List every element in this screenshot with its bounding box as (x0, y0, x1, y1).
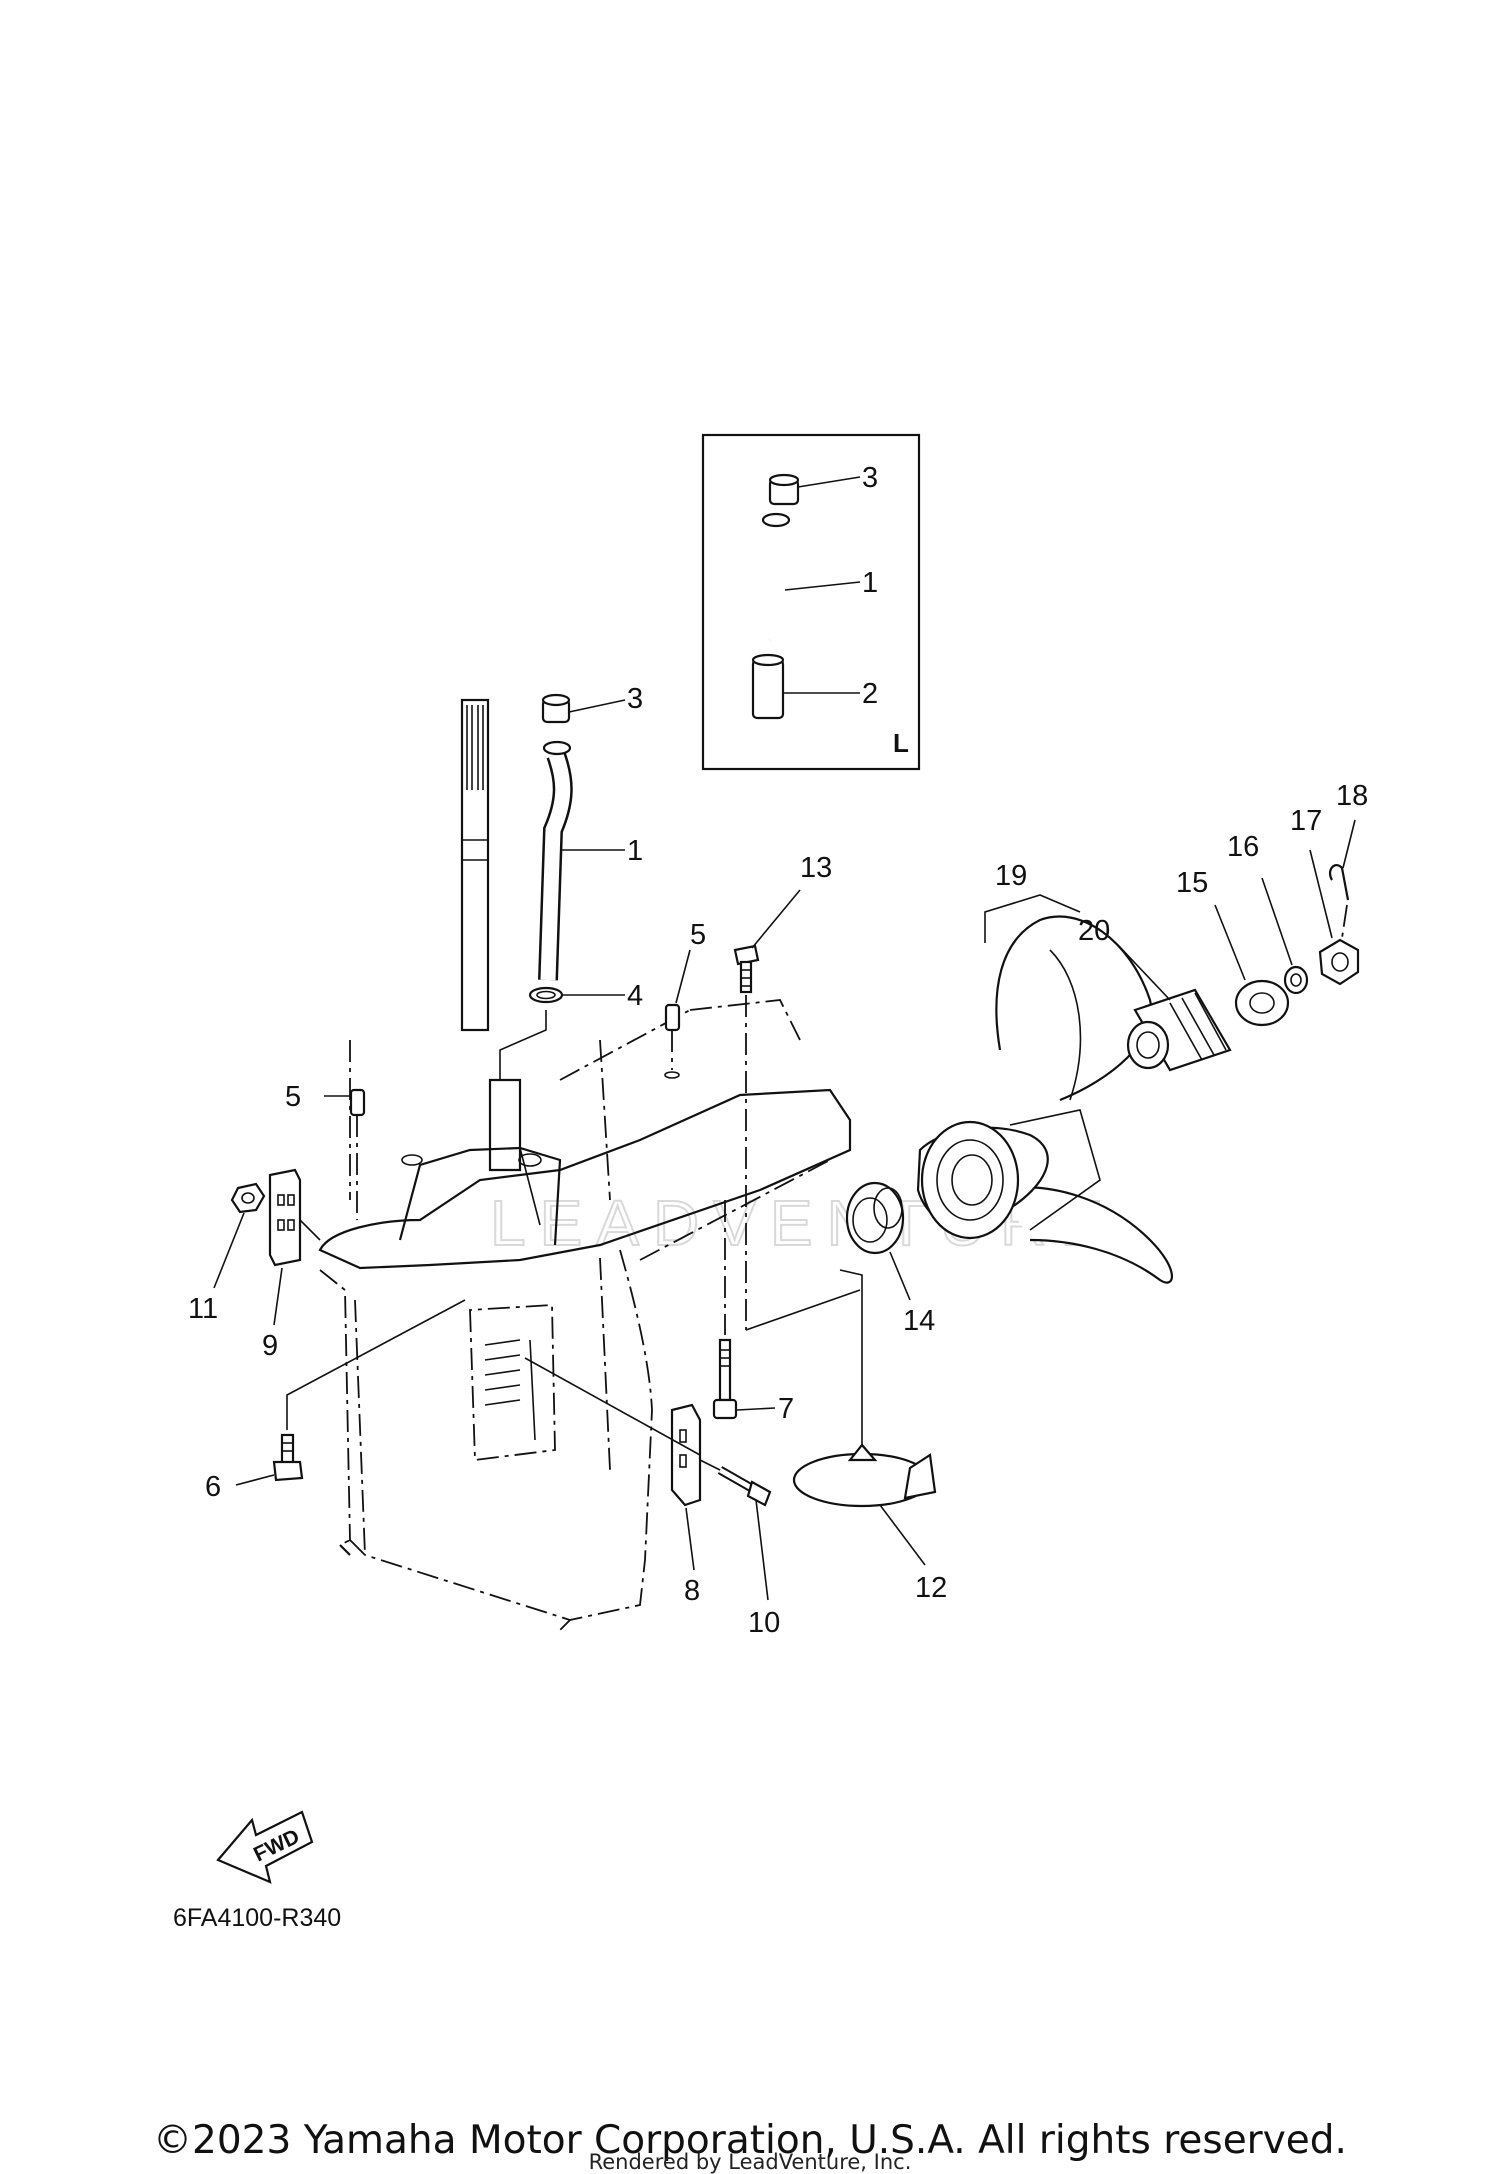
anode-9-part[interactable] (268, 1168, 302, 1267)
inset-grommet-part[interactable] (751, 653, 785, 720)
callout-5-right[interactable]: 5 (690, 919, 706, 951)
nut-17-part[interactable] (1318, 938, 1360, 986)
callout-13[interactable]: 13 (800, 852, 832, 884)
callout-15[interactable]: 15 (1176, 867, 1208, 899)
trim-tab-12-part[interactable] (792, 1443, 937, 1508)
bolt-13-part[interactable] (733, 944, 760, 994)
inset-water-tube-part[interactable] (761, 512, 793, 642)
callout-4[interactable]: 4 (627, 980, 643, 1012)
intake-grille (484, 1339, 536, 1441)
inset-box: 3 1 2 L (701, 433, 921, 771)
inset-label: L (893, 728, 909, 758)
cotter-pin-18-part[interactable] (1328, 864, 1350, 901)
lower-case-housing (318, 698, 852, 1631)
callout-18[interactable]: 18 (1336, 780, 1368, 812)
callout-3-inset[interactable]: 3 (862, 462, 878, 494)
spacer-15-part[interactable] (1234, 979, 1290, 1027)
callout-10[interactable]: 10 (748, 1607, 780, 1639)
spacer-part[interactable] (541, 693, 571, 724)
thrust-washer-14-part[interactable] (845, 1181, 905, 1255)
screw-10-part[interactable] (717, 1466, 772, 1507)
callout-14[interactable]: 14 (903, 1305, 935, 1337)
copyright-notice: ©2023 Yamaha Motor Corporation, U.S.A. A… (153, 2118, 1347, 2163)
callout-19[interactable]: 19 (995, 860, 1027, 892)
dowel-pin-left-part[interactable] (349, 1088, 366, 1117)
bolt-7-part[interactable] (712, 1338, 738, 1420)
water-tube-part[interactable] (538, 740, 573, 981)
drive-shaft-part[interactable] (460, 698, 490, 1032)
callout-12[interactable]: 12 (915, 1572, 947, 1604)
callout-3-main[interactable]: 3 (627, 683, 643, 715)
bushing-20-part[interactable] (1126, 988, 1232, 1072)
fwd-arrow-icon: FWD (216, 1810, 314, 1884)
washer-16-part[interactable] (1283, 965, 1309, 995)
bolt-6-part[interactable] (272, 1433, 304, 1482)
callout-1-inset[interactable]: 1 (862, 567, 878, 599)
drawing-code: 6FA4100-R340 (173, 1904, 341, 1932)
inset-spacer-part[interactable] (768, 473, 800, 506)
callout-16[interactable]: 16 (1227, 831, 1259, 863)
nut-11-part[interactable] (230, 1182, 266, 1214)
callout-1-main[interactable]: 1 (627, 835, 643, 867)
o-ring-part[interactable] (528, 986, 564, 1004)
callout-6[interactable]: 6 (205, 1471, 221, 1503)
callout-17[interactable]: 17 (1290, 805, 1322, 837)
rendered-by-notice: Rendered by LeadVenture, Inc. (588, 2150, 912, 2174)
dowel-pin-right-part[interactable] (664, 1003, 681, 1032)
anode-8-part[interactable] (670, 1403, 702, 1507)
callout-5-left[interactable]: 5 (285, 1081, 301, 1113)
callout-2-inset[interactable]: 2 (862, 678, 878, 710)
callout-8[interactable]: 8 (684, 1575, 700, 1607)
callout-20[interactable]: 20 (1078, 915, 1110, 947)
callout-7[interactable]: 7 (778, 1393, 794, 1425)
propeller-19-part[interactable] (916, 915, 1173, 1284)
callout-11[interactable]: 11 (188, 1293, 218, 1325)
callout-9[interactable]: 9 (262, 1330, 278, 1362)
